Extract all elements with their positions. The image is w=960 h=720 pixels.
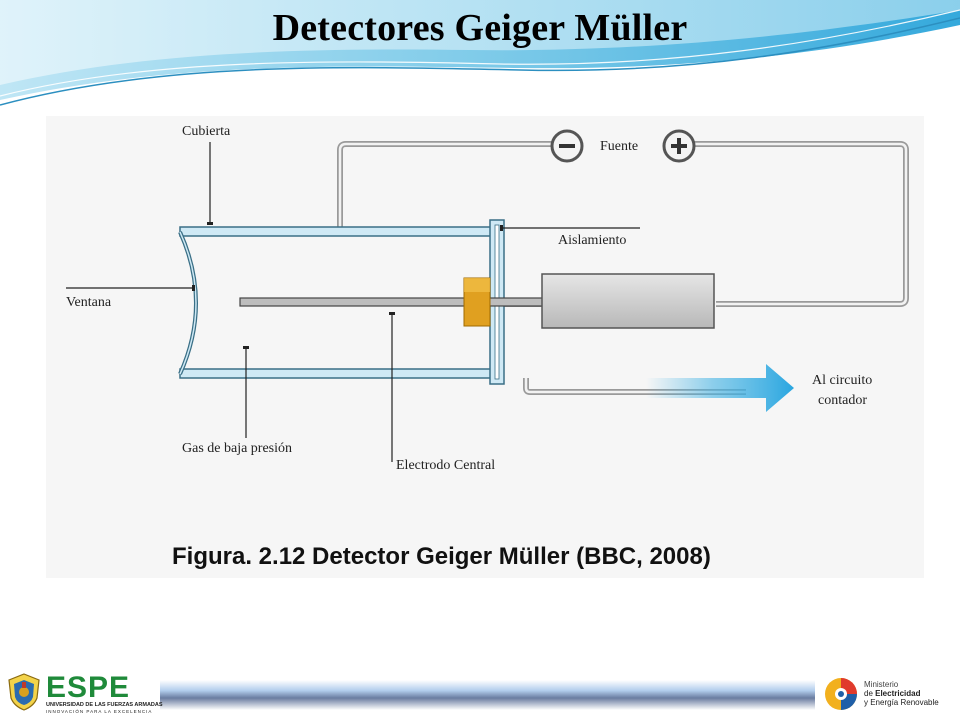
ministry-emblem-icon <box>825 678 857 710</box>
label-electrode: Electrodo Central <box>396 458 495 473</box>
label-counter-line2: contador <box>818 393 867 408</box>
espe-tagline: INNOVACIÓN PARA LA EXCELENCIA <box>46 709 153 714</box>
label-gas: Gas de baja presión <box>182 441 292 456</box>
circuit-wires <box>337 141 909 395</box>
espe-name: ESPE <box>46 671 131 704</box>
ministry-logo: Ministerio de Electricidad y Energía Ren… <box>820 672 952 716</box>
ministry-line2: de Electricidad <box>864 689 920 698</box>
ministry-line2-prefix: de <box>864 689 876 698</box>
espe-logo: ESPE UNIVERSIDAD DE LAS FUERZAS ARMADAS … <box>6 671 163 718</box>
geiger-diagram: Cubierta Fuente Aislamiento Ventana Gas … <box>66 124 909 570</box>
counter-cylinder <box>541 273 715 329</box>
counter-arrow <box>646 364 794 412</box>
label-insulation: Aislamiento <box>558 233 626 248</box>
pointer-lines <box>66 142 640 462</box>
espe-crest-icon <box>8 673 40 711</box>
header-waves <box>0 0 960 106</box>
circuit-wires-inner <box>338 142 908 394</box>
figure-caption: Figura. 2.12 Detector Geiger Müller (BBC… <box>172 543 711 570</box>
label-cover: Cubierta <box>182 124 231 139</box>
label-source: Fuente <box>600 139 638 154</box>
figure-panel: Cubierta Fuente Aislamiento Ventana Gas … <box>46 116 924 578</box>
slide-title: Detectores Geiger Müller <box>272 7 688 49</box>
label-counter-line1: Al circuito <box>812 373 872 388</box>
ministry-line3: y Energía Renovable <box>864 698 939 707</box>
espe-subtitle: UNIVERSIDAD DE LAS FUERZAS ARMADAS <box>46 702 163 708</box>
ministry-line2-bold: Electricidad <box>875 689 921 698</box>
footer-bar <box>160 680 815 710</box>
plus-terminal <box>662 129 696 163</box>
ministry-line1: Ministerio <box>864 680 899 689</box>
label-window: Ventana <box>66 295 112 310</box>
minus-terminal <box>550 129 584 163</box>
footer: ESPE UNIVERSIDAD DE LAS FUERZAS ARMADAS … <box>0 668 960 720</box>
central-electrode <box>239 297 545 307</box>
